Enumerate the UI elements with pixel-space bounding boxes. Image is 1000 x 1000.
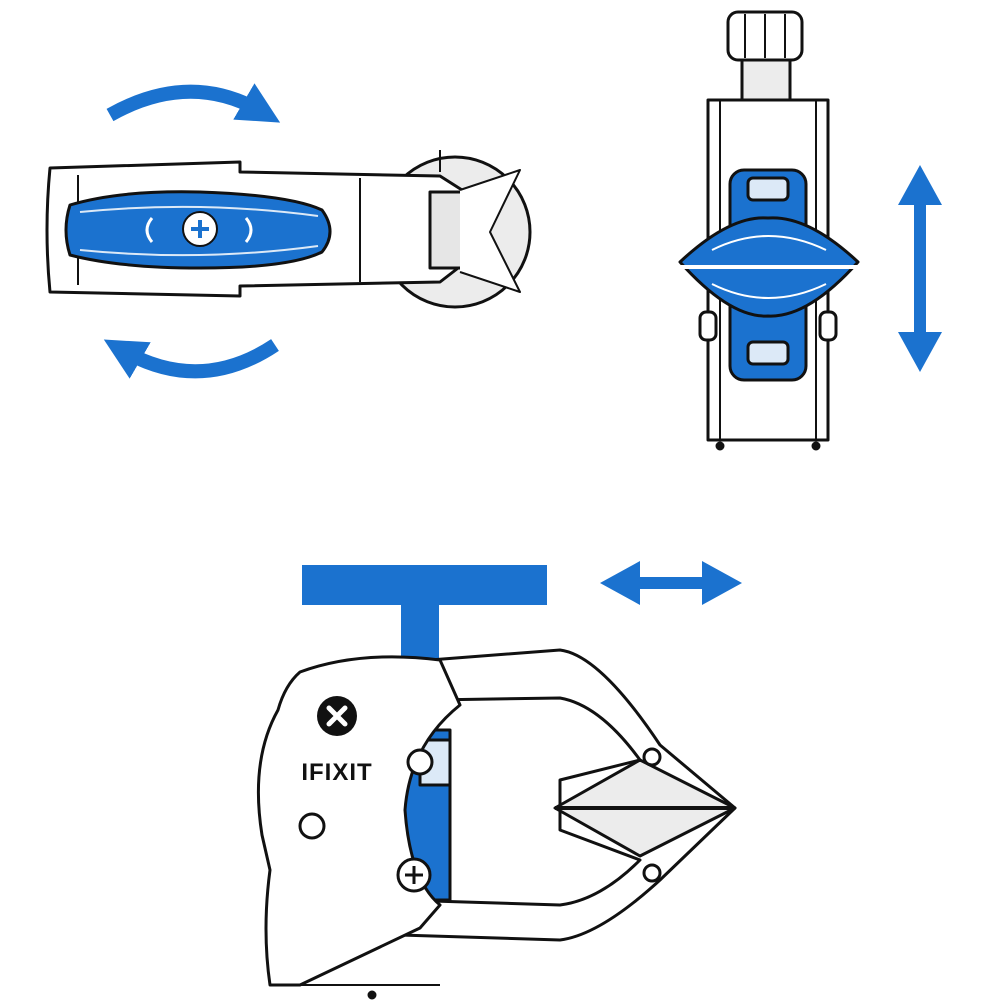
rotate-right-icon — [244, 217, 253, 243]
clamp-front-illustration — [678, 10, 860, 451]
clamp-side-illustration — [256, 565, 737, 1000]
t-bar-handle — [302, 565, 547, 605]
horizontal-double-arrow — [600, 561, 742, 605]
logo-text: IFIXIT — [301, 759, 372, 786]
ifixit-logo: IFIXIT — [301, 696, 372, 786]
vertical-double-arrow — [898, 165, 942, 372]
clamp-body — [256, 655, 462, 987]
rotate-arrow-bottom — [103, 339, 279, 379]
handle-illustration — [45, 150, 532, 309]
rotate-arrow-top — [106, 83, 281, 123]
rotate-left-icon — [145, 217, 154, 243]
